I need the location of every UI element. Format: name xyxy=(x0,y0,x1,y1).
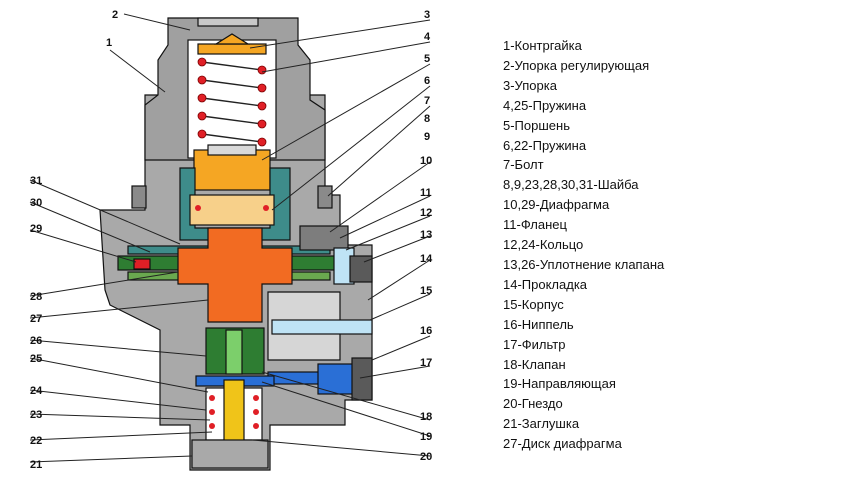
lower-spring-dots xyxy=(209,395,259,429)
nipple xyxy=(351,357,373,401)
callout-12: 12 xyxy=(420,207,432,219)
legend-item: 11-Фланец xyxy=(503,217,567,233)
legend-item: 21-Заглушка xyxy=(503,416,580,432)
light-blue-channel xyxy=(271,319,373,335)
callout-21: 21 xyxy=(30,459,42,471)
leader-lines xyxy=(29,13,431,463)
left-bolt xyxy=(131,185,147,209)
cap-top-slot xyxy=(197,17,259,27)
legend-item: 12,24-Кольцо xyxy=(503,237,584,253)
callout-13: 13 xyxy=(420,229,432,241)
legend-item: 3-Упорка xyxy=(503,77,557,93)
inner-spring-housing xyxy=(189,194,275,226)
bottom-plug xyxy=(191,439,269,469)
callout-31: 31 xyxy=(30,175,42,187)
legend-item: 27-Диск диафрагма xyxy=(503,436,622,452)
callout-23: 23 xyxy=(30,409,42,421)
callout-8: 8 xyxy=(424,113,430,125)
callout-28: 28 xyxy=(30,291,42,303)
inner-spring-dots xyxy=(195,205,269,211)
callout-17: 17 xyxy=(420,357,432,369)
parts-legend: 1-Контргайка 2-Упорка регулирующая 3-Упо… xyxy=(503,36,664,454)
legend-item: 17-Фильтр xyxy=(503,336,566,352)
legend-item: 1-Контргайка xyxy=(503,38,582,53)
top-stop xyxy=(197,43,267,55)
callout-30: 30 xyxy=(30,197,42,209)
callout-29: 29 xyxy=(30,223,42,235)
callout-14: 14 xyxy=(420,253,433,265)
red-seal xyxy=(133,258,151,270)
legend-item: 13,26-Уплотнение клапана xyxy=(503,256,665,272)
callout-26: 26 xyxy=(30,335,42,347)
callout-2: 2 xyxy=(112,9,118,21)
piston-cap xyxy=(207,144,257,156)
side-bolt xyxy=(317,185,333,209)
legend-item: 5-Поршень xyxy=(503,117,570,133)
callout-16: 16 xyxy=(420,325,432,337)
legend-item: 4,25-Пружина xyxy=(503,97,587,113)
callout-3: 3 xyxy=(424,9,430,21)
legend-item: 8,9,23,28,30,31-Шайба xyxy=(503,177,639,193)
callout-6: 6 xyxy=(424,75,430,87)
callout-27: 27 xyxy=(30,313,42,325)
callout-10: 10 xyxy=(420,155,432,167)
piston xyxy=(193,149,271,191)
callout-9: 9 xyxy=(424,131,430,143)
callout-22: 22 xyxy=(30,435,42,447)
callout-18: 18 xyxy=(420,411,432,423)
valve-cross-section-diagram: 1 2 3 4 5 6 7 8 9 10 11 12 13 14 15 16 1… xyxy=(29,9,433,471)
callout-11: 11 xyxy=(420,187,432,199)
diaphragm-disc xyxy=(177,227,293,323)
callout-7: 7 xyxy=(424,95,430,107)
legend-item: 15-Корпус xyxy=(503,296,564,312)
callout-1: 1 xyxy=(106,37,112,49)
legend-item: 6,22-Пружина xyxy=(503,137,587,153)
legend-item: 2-Упорка регулирующая xyxy=(503,57,650,73)
callout-20: 20 xyxy=(420,451,432,463)
legend-item: 19-Направляющая xyxy=(503,376,616,392)
top-stop-cone xyxy=(213,33,251,45)
callout-19: 19 xyxy=(420,431,432,443)
legend-item: 20-Гнездо xyxy=(503,396,563,412)
legend-item: 10,29-Диафрагма xyxy=(503,197,610,213)
legend-item: 14-Прокладка xyxy=(503,276,588,292)
callout-25: 25 xyxy=(30,353,42,365)
callout-4: 4 xyxy=(424,31,431,43)
legend-item: 18-Клапан xyxy=(503,356,566,372)
callout-15: 15 xyxy=(420,285,432,297)
callout-24: 24 xyxy=(30,385,43,397)
spring-coils xyxy=(201,61,263,143)
spring-dots xyxy=(197,57,267,147)
valve-seal xyxy=(349,255,373,283)
callout-5: 5 xyxy=(424,53,430,65)
legend-item: 16-Ниппель xyxy=(503,316,574,332)
needle xyxy=(225,329,243,375)
legend-item: 7-Болт xyxy=(503,157,544,173)
